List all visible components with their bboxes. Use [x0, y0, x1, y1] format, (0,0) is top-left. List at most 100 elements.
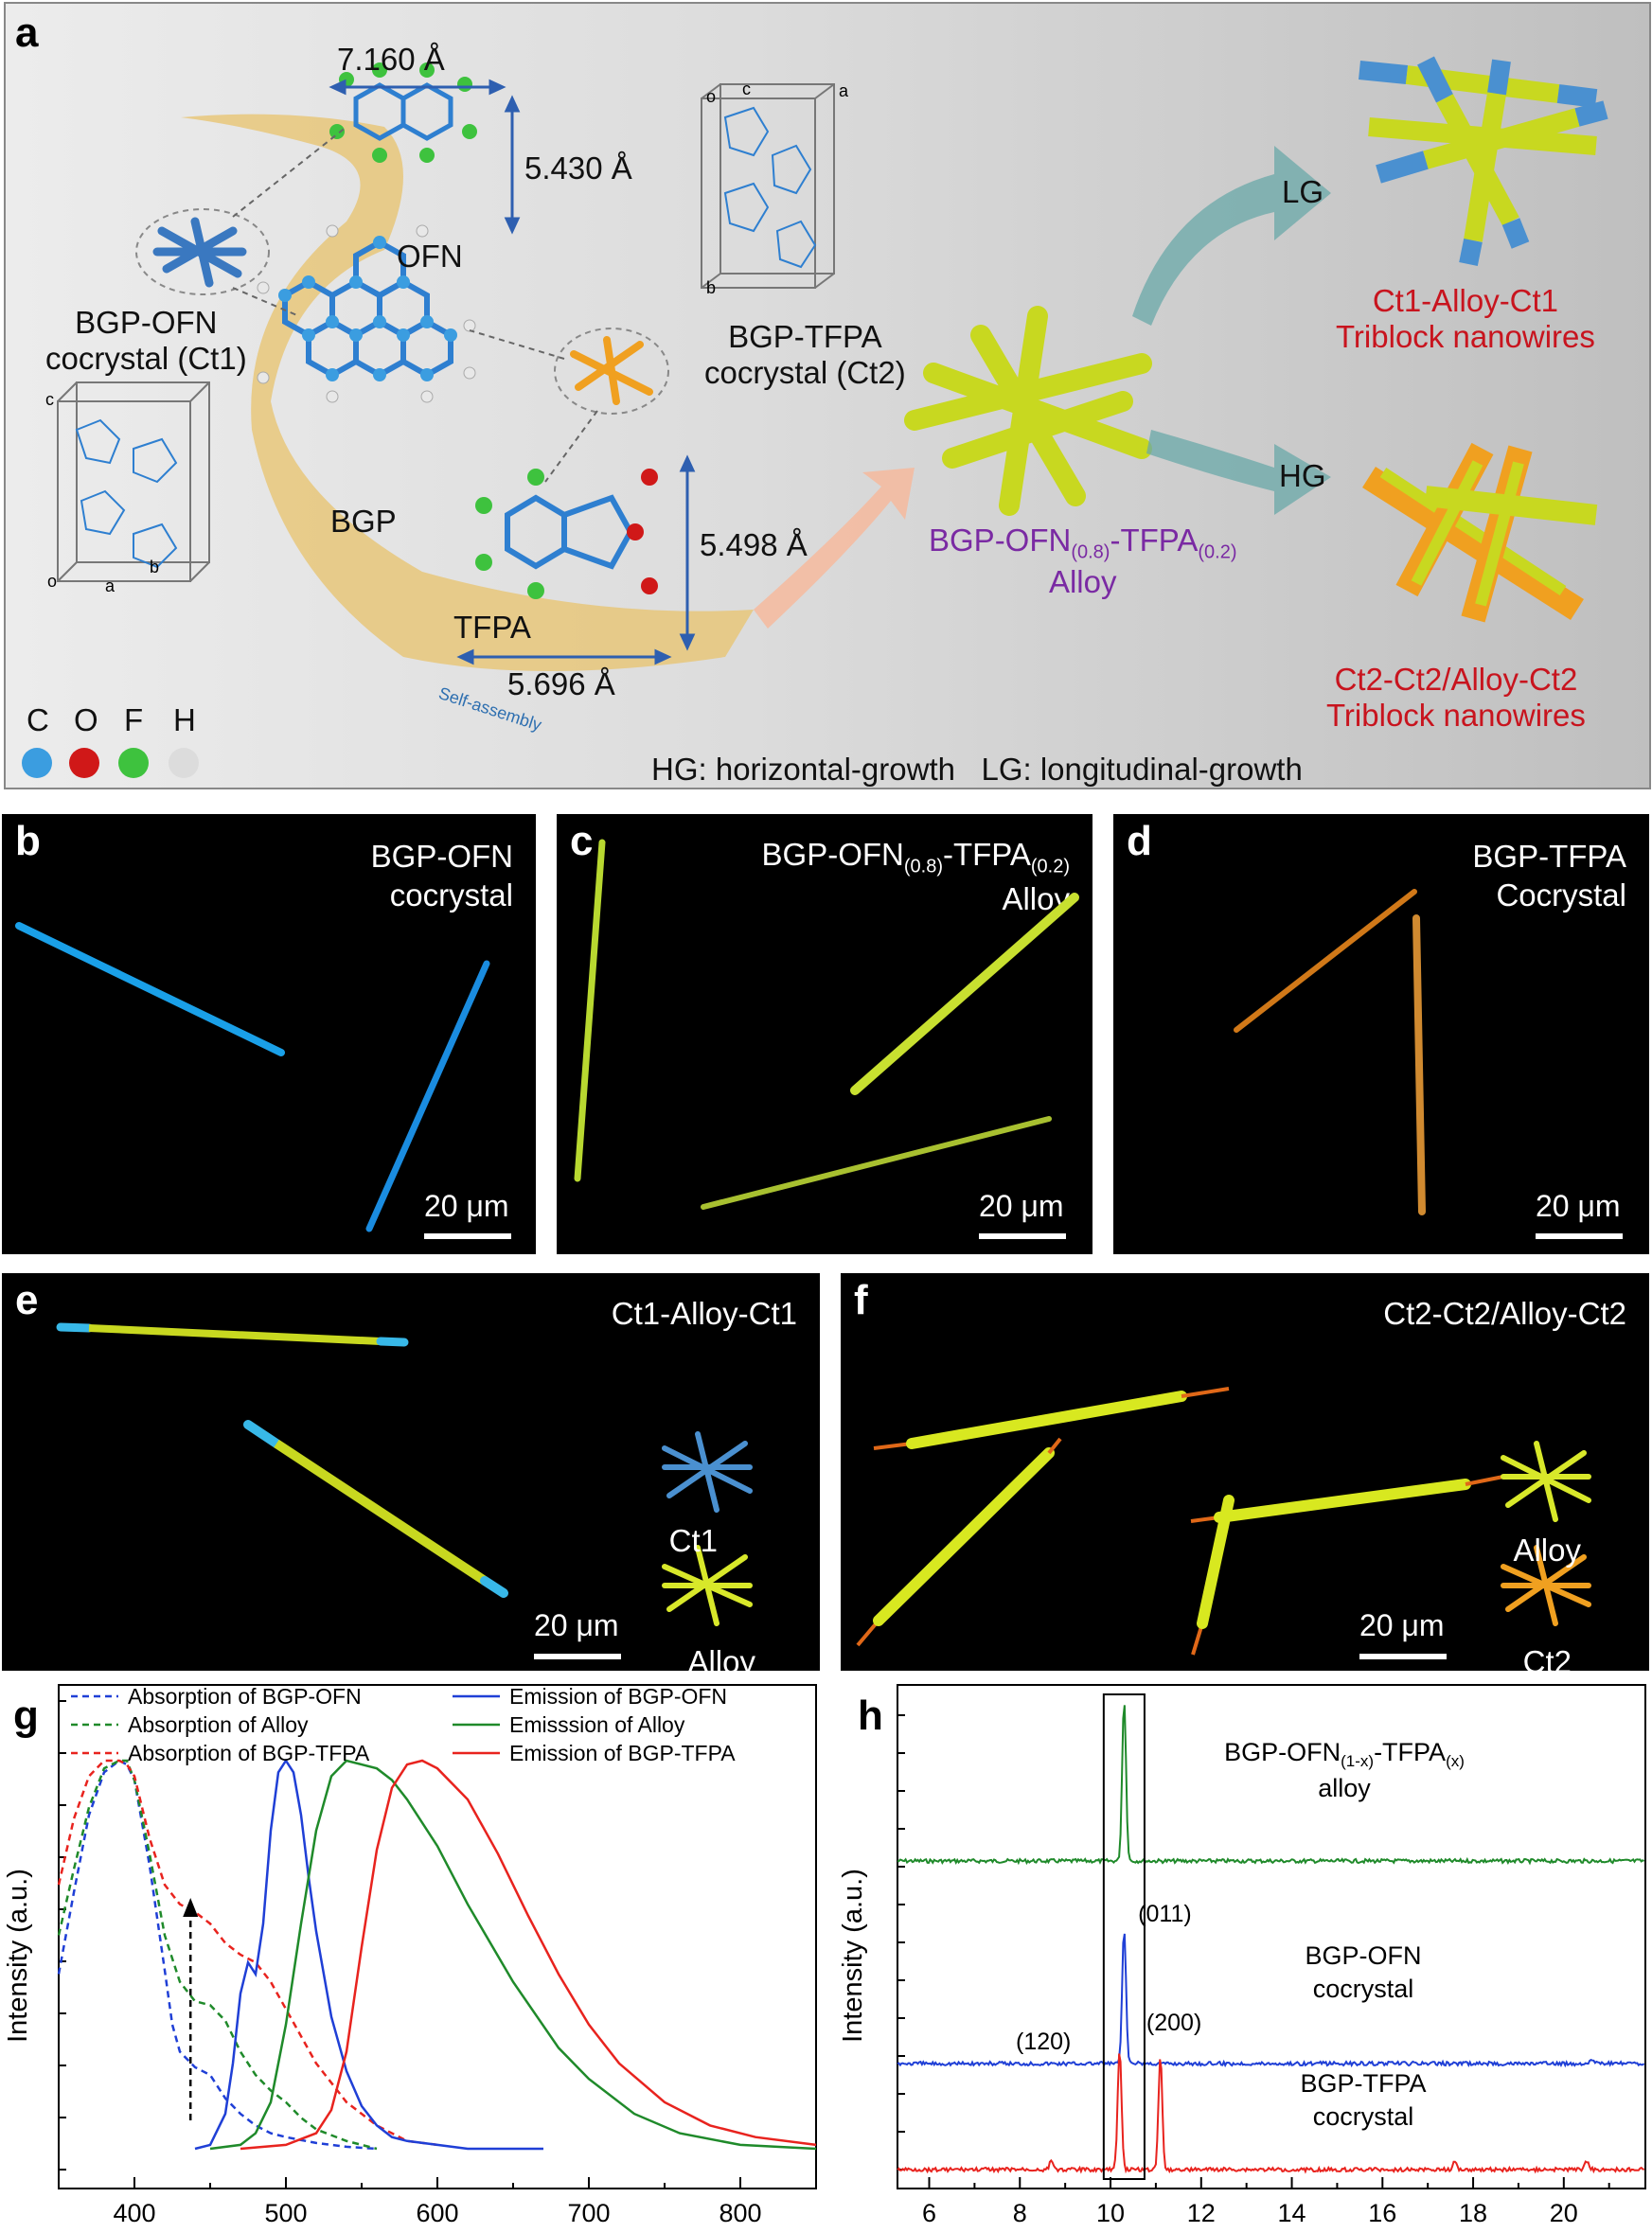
label-lg: LG: [1282, 174, 1324, 209]
panel-letter-b: b: [15, 818, 41, 864]
dim-tfpa-width: 5.696 Å: [507, 666, 615, 701]
x-tick-label-h: 12: [1187, 2199, 1216, 2227]
scale-bar-f: [1359, 1654, 1447, 1659]
scale-bar-e: [534, 1654, 621, 1659]
legend-label-g: Absorption of Alloy: [128, 1712, 309, 1737]
panel-f-micrograph: f Ct2-Ct2/Alloy-Ct2 Alloy Ct2 20 μm: [841, 1273, 1649, 1671]
hg-arrow: [1146, 430, 1331, 515]
tfpa-atoms: [475, 469, 658, 599]
series-line-g-0: [57, 1759, 378, 2151]
assembly-arrow: [754, 468, 915, 629]
xrd-pattern-2: [897, 2053, 1645, 2174]
panel-letter-h: h: [858, 1692, 883, 1739]
scale-bar-b: [424, 1233, 511, 1239]
ofn-atoms: [329, 62, 477, 163]
ct2-rod-bundle: [570, 336, 653, 405]
label-hg: HG: [1279, 458, 1326, 493]
label-alloy-pattern-2: alloy: [1318, 1774, 1371, 1802]
chart-g-spectra: 400500600700800Wavelength (nm)Intensity …: [3, 1684, 817, 2227]
triblock-ct2-ct2-alloy-ct2: [1362, 442, 1598, 623]
label-ofn-pattern: BGP-OFN: [1305, 1941, 1421, 1970]
peak-highlight-box: [1102, 1693, 1146, 2180]
legend-label-g: Emisssion of Alloy: [509, 1712, 685, 1737]
ct1-axis-b: b: [150, 558, 160, 576]
x-tick-label-g: 700: [567, 2199, 610, 2227]
atom-sphere-h: [169, 748, 199, 778]
series-line-g-5: [240, 1759, 817, 2151]
peak-label-011: (011): [1138, 1901, 1192, 1927]
plot-frame-h: [897, 1684, 1646, 2189]
y-axis-label-h: Intensity (a.u.): [838, 1869, 868, 2043]
panel-f-wires: [856, 1387, 1591, 1656]
y-axis-label-g: Intensity (a.u.): [3, 1869, 33, 2043]
x-tick-label-h: 20: [1550, 2199, 1578, 2227]
dim-ofn-height: 5.430 Å: [524, 151, 632, 186]
x-tick-label-g: 500: [264, 2199, 307, 2227]
label-alloy: BGP-OFN(0.8)-TFPA(0.2) Alloy: [929, 523, 1237, 599]
panel-letter-e: e: [15, 1277, 39, 1323]
ct1-cell-content: [75, 418, 178, 569]
series-line-g-1: [57, 1759, 378, 2151]
legend-rods-alloy: [662, 1545, 753, 1626]
x-tick-label-g: 800: [719, 2199, 761, 2227]
label-tfpa-pattern-2: cocrystal: [1313, 2102, 1414, 2131]
ct2-axis-c: c: [742, 80, 751, 98]
scale-bar-d: [1536, 1233, 1623, 1239]
tfpa-molecule: [505, 494, 634, 570]
panel-e-title: Ct1-Alloy-Ct1: [611, 1296, 797, 1331]
ct1-bundle-ellipse: [135, 208, 270, 295]
scale-label-f: 20 μm: [1359, 1608, 1445, 1642]
dimension-arrows: [329, 79, 696, 665]
label-ofn: OFN: [397, 239, 463, 274]
legend-label-g: Emission of BGP-OFN: [509, 1684, 727, 1709]
atom-label-h: H: [173, 702, 196, 737]
x-tick-label-h: 8: [1013, 2199, 1027, 2227]
legend-label-g: Absorption of BGP-TFPA: [128, 1741, 370, 1765]
panel-b-wires: [15, 922, 490, 1232]
self-assembly-ribbon: [181, 114, 754, 671]
panel-letter-c: c: [570, 818, 594, 864]
series-line-g-2: [57, 1759, 438, 2147]
bgp-carbon-atoms: [278, 236, 457, 381]
wire-ofn-2: [365, 960, 490, 1232]
panel-e-wires: [56, 1322, 753, 1626]
panel-e-micrograph: e Ct1-Alloy-Ct1 Ct1 Alloy 20 μm: [2, 1273, 820, 1671]
scale-label-b: 20 μm: [424, 1189, 509, 1223]
label-tfpa-pattern: BGP-TFPA: [1300, 2069, 1426, 2098]
x-tick-label-h: 18: [1459, 2199, 1487, 2227]
x-tick-label-g: 600: [416, 2199, 458, 2227]
legend-label-ct2: Ct2: [1522, 1644, 1572, 1671]
growth-legend: HG: horizontal-growth LG: longitudinal-g…: [651, 752, 1303, 787]
legend-label-g: Absorption of BGP-OFN: [128, 1684, 362, 1709]
triblock-ct1-alloy-ct1: [1359, 56, 1608, 266]
scale-label-d: 20 μm: [1536, 1189, 1621, 1223]
x-tick-label-g: 400: [113, 2199, 155, 2227]
atom-label-f: F: [124, 702, 144, 737]
wire-alloy-1: [574, 839, 606, 1182]
legend-label-alloy-f: Alloy: [1513, 1533, 1581, 1568]
label-ofn-pattern-2: cocrystal: [1313, 1975, 1414, 2003]
panel-c-wires: [574, 839, 1079, 1210]
panel-letter-d: d: [1127, 818, 1152, 864]
xrd-pattern-0: [897, 1705, 1645, 1866]
dim-tfpa-height: 5.498 Å: [700, 527, 808, 562]
ct2-axis-b: b: [706, 278, 717, 297]
ct2-axis-a: a: [839, 81, 849, 100]
bgp-hydrogen-atoms: [257, 224, 476, 403]
scale-label-c: 20 μm: [979, 1189, 1064, 1223]
panel-letter-f: f: [854, 1277, 868, 1323]
wire-ofn-1: [15, 922, 285, 1056]
ct2-bundle-ellipse: [554, 328, 669, 415]
atom-label-o: O: [74, 702, 98, 737]
atom-sphere-c: [22, 748, 52, 778]
panel-c-title: BGP-OFN(0.8)-TFPA(0.2) Alloy: [761, 837, 1070, 916]
panel-a-schematic: a: [4, 2, 1651, 789]
